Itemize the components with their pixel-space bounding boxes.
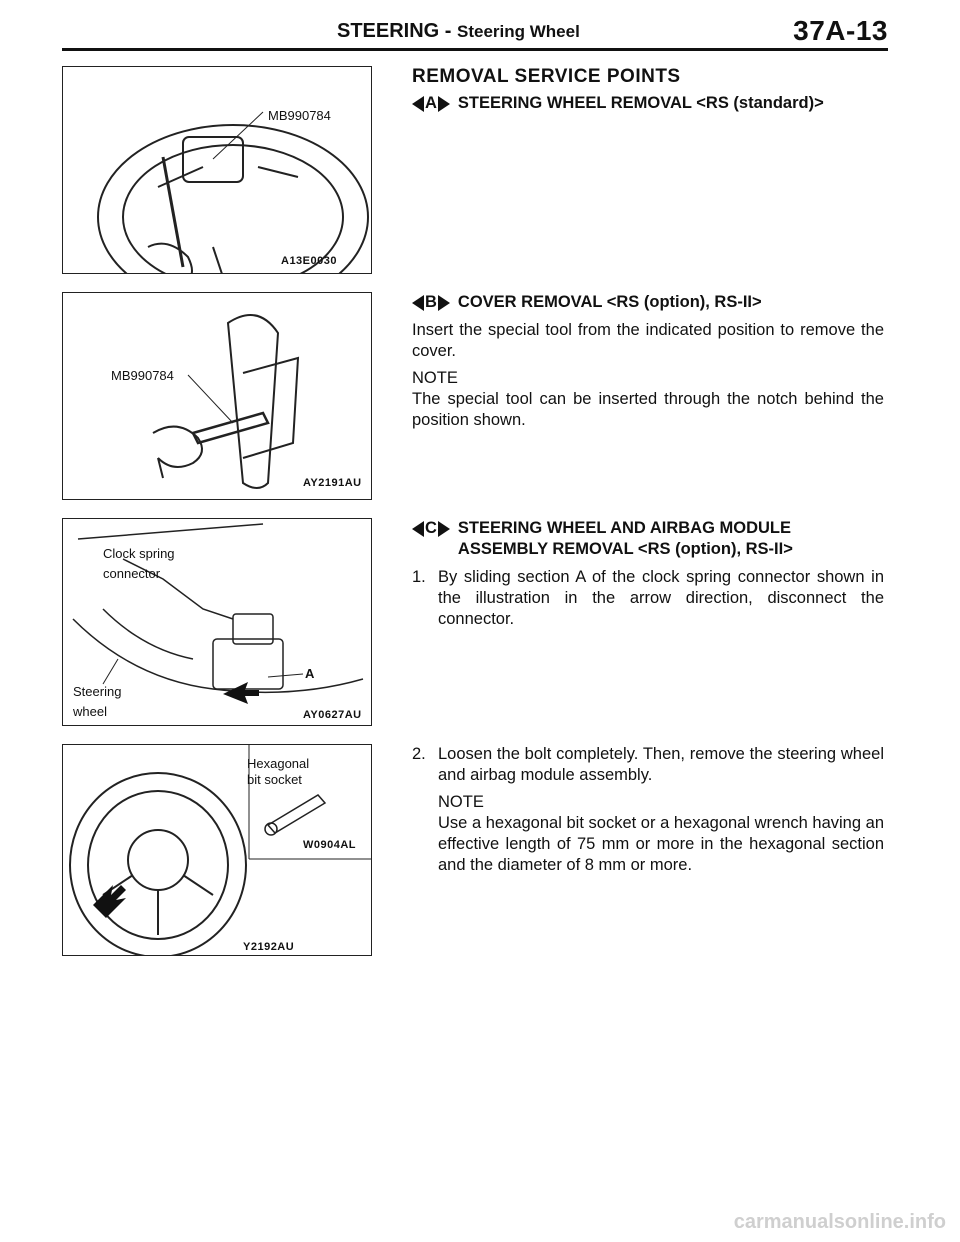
socket-label-2: bit socket [247,772,302,787]
right-triangle-icon [437,294,450,311]
section-heading: REMOVAL SERVICE POINTS [412,66,681,87]
procedure-letter: C [425,519,437,537]
right-triangle-icon [437,520,450,537]
left-triangle-icon [412,520,424,537]
procedure-c-step-2: 2. Loosen the bolt completely. Then, rem… [412,744,884,876]
left-triangle-icon [412,95,424,112]
clock-spring-label-1: Clock spring [103,546,175,561]
note-text: The special tool can be inserted through… [412,390,884,429]
page-title: STEERING - Steering Wheel [337,20,580,43]
procedure-c-heading: C STEERING WHEEL AND AIRBAG MODULE ASSEM… [412,518,884,560]
tool-label: MB990784 [268,108,331,123]
step-text: By sliding section A of the clock spring… [438,568,884,628]
procedure-b-marker: B [412,292,450,313]
procedure-title-line-1: STEERING WHEEL AND AIRBAG MODULE [457,519,791,537]
procedure-letter: A [425,94,437,112]
steering-wheel-illustration [97,111,369,273]
steering-wheel-label-1: Steering [73,684,122,699]
figure-code: A13E0030 [281,255,337,267]
removal-service-points: REMOVAL SERVICE POINTS A STEERING WHEEL … [412,66,884,114]
section-title: STEERING - [337,20,452,42]
socket-label-1: Hexagonal [247,756,310,771]
left-triangle-icon [412,294,424,311]
clock-spring-illustration [72,523,364,704]
note-label: NOTE [438,793,484,811]
procedure-c: C STEERING WHEEL AND AIRBAG MODULE ASSEM… [412,518,884,630]
procedure-title: STEERING WHEEL REMOVAL <RS (standard)> [457,94,824,112]
figure-steering-wheel-removal: MB990784 A13E0030 [62,66,372,274]
figure-code: Y2192AU [243,941,295,953]
note-text: Use a hexagonal bit socket or a hexagona… [438,814,884,874]
step-2: 2. Loosen the bolt completely. Then, rem… [412,744,884,786]
figure-code: AY2191AU [303,477,362,489]
step-1: 1. By sliding section A of the clock spr… [412,567,884,630]
procedure-c-marker: C [412,518,450,539]
step-number: 1. [412,568,426,586]
clock-spring-label-2: connector [103,566,161,581]
procedure-a-heading: A STEERING WHEEL REMOVAL <RS (standard)> [412,93,884,114]
right-triangle-icon [437,95,450,112]
procedure-letter: B [425,293,437,311]
page-header: STEERING - Steering Wheel 37A-13 [62,14,888,51]
tool-label: MB990784 [111,368,174,383]
procedure-a-marker: A [412,93,450,114]
procedure-title-line-2: ASSEMBLY REMOVAL <RS (option), RS-II> [457,540,793,558]
procedure-title: COVER REMOVAL <RS (option), RS-II> [457,293,762,311]
step-number: 2. [412,745,426,763]
section-subtitle: Steering Wheel [457,22,580,41]
figure-code: AY0627AU [303,709,362,721]
procedure-b-heading: B COVER REMOVAL <RS (option), RS-II> [412,292,884,313]
cover-removal-illustration [152,314,300,489]
watermark: carmanualsonline.info [733,1211,946,1233]
procedure-b: B COVER REMOVAL <RS (option), RS-II> Ins… [412,292,884,431]
note-label: NOTE [412,369,458,387]
inset-figure-code: W0904AL [303,839,357,851]
figure-airbag-module-removal: Hexagonal bit socket W0904AL Y2192AU [62,744,372,956]
procedure-text: Insert the special tool from the indicat… [412,321,884,360]
step-text: Loosen the bolt completely. Then, remove… [438,745,884,784]
airbag-module-illustration [69,745,371,955]
page-number: 37A-13 [793,15,888,46]
steering-wheel-label-2: wheel [73,704,107,719]
figure-clock-spring-connector: Clock spring connector A Steering wheel … [62,518,372,726]
figure-cover-removal: MB990784 AY2191AU [62,292,372,500]
section-a-label: A [305,666,315,681]
